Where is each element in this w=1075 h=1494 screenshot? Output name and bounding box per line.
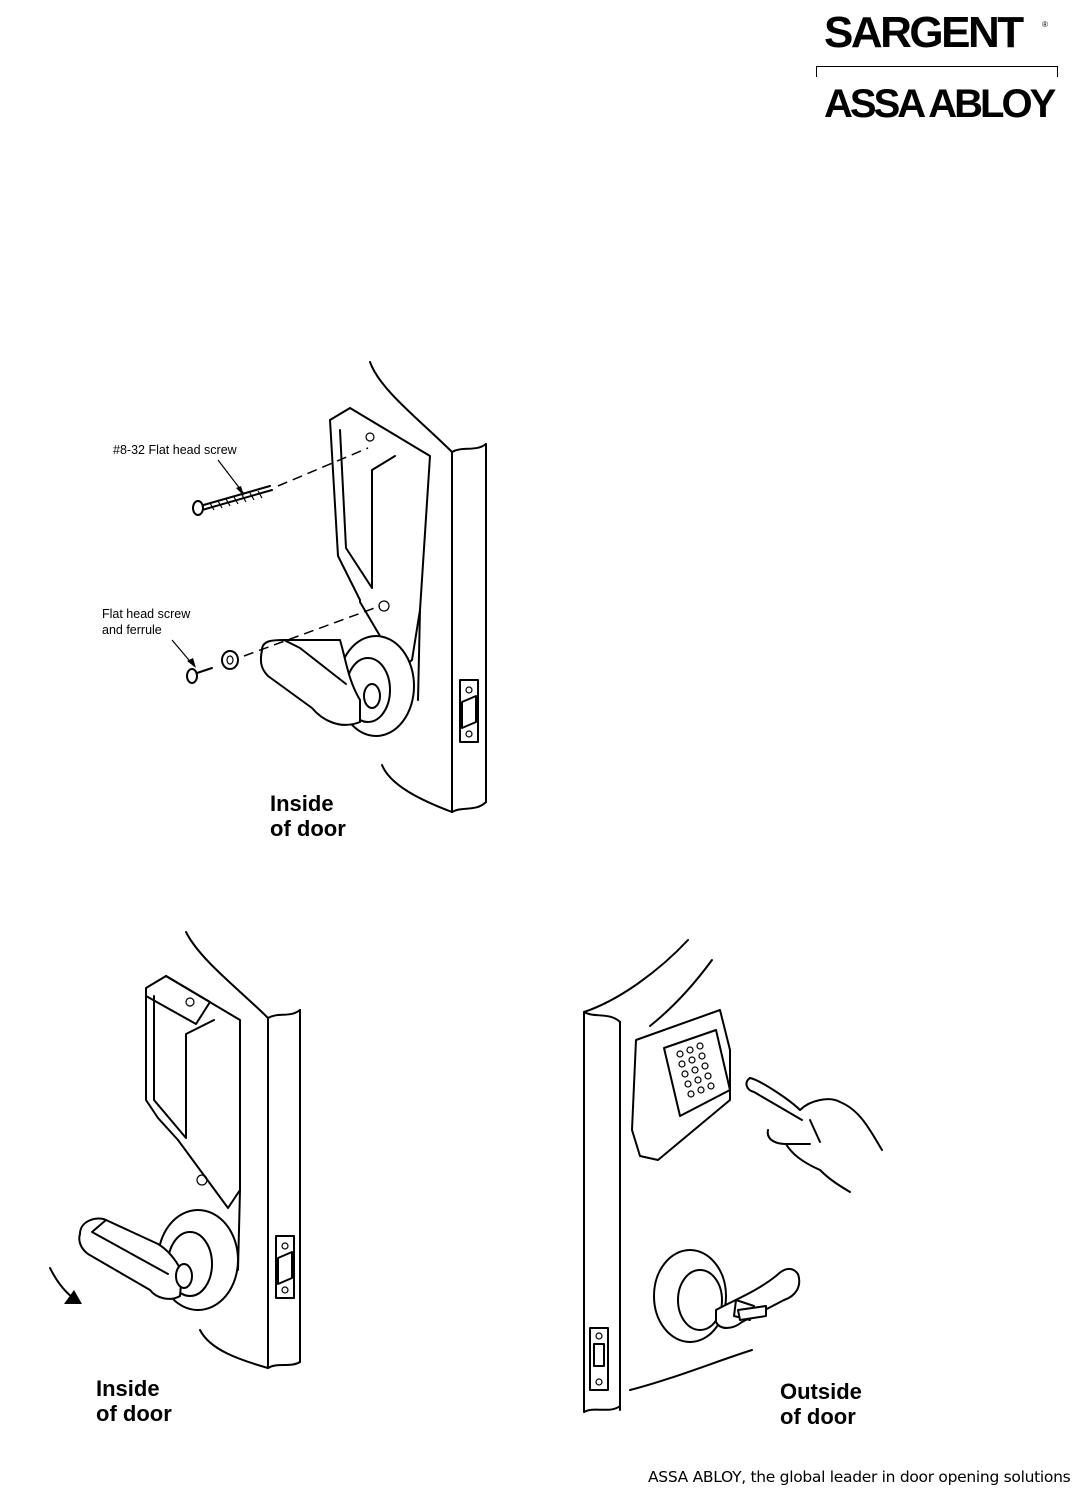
outside-door-keypad-illustration (583, 939, 883, 1413)
ferrule-callout-line2: and ferrule (102, 623, 162, 637)
sargent-wordmark: SARGENT (824, 8, 1024, 57)
brand-logo: SARGENT ® ASSA ABLOY (816, 8, 1061, 126)
caption-outside-door-line2: of door (780, 1404, 856, 1429)
registered-mark: ® (1042, 20, 1048, 29)
caption-inside-door-2-line2: of door (96, 1401, 172, 1426)
figure-inside-lever: Inside of door (0, 900, 540, 1440)
keypad-buttons (676, 1042, 715, 1098)
caption-outside-door-line1: Outside (780, 1379, 862, 1404)
ferrule-callout-line1: Flat head screw (102, 607, 191, 621)
brand-divider (816, 66, 1058, 77)
footer-tagline: ASSA ABLOY, the global leader in door op… (648, 1468, 1071, 1486)
inside-door-screws-illustration (171, 361, 487, 813)
screw-callout: #8-32 Flat head screw (113, 443, 237, 457)
caption-inside-door-1-line2: of door (270, 816, 346, 841)
assa-abloy-wordmark: ASSA ABLOY (824, 82, 1056, 126)
figure-outside-keypad: Outside of door (540, 930, 1060, 1440)
caption-inside-door-2-line1: Inside (96, 1376, 160, 1401)
figure-inside-screws: #8-32 Flat head screw Flat head screw an… (102, 361, 487, 841)
inside-door-lever-illustration (49, 931, 301, 1369)
caption-inside-door-1-line1: Inside (270, 791, 334, 816)
